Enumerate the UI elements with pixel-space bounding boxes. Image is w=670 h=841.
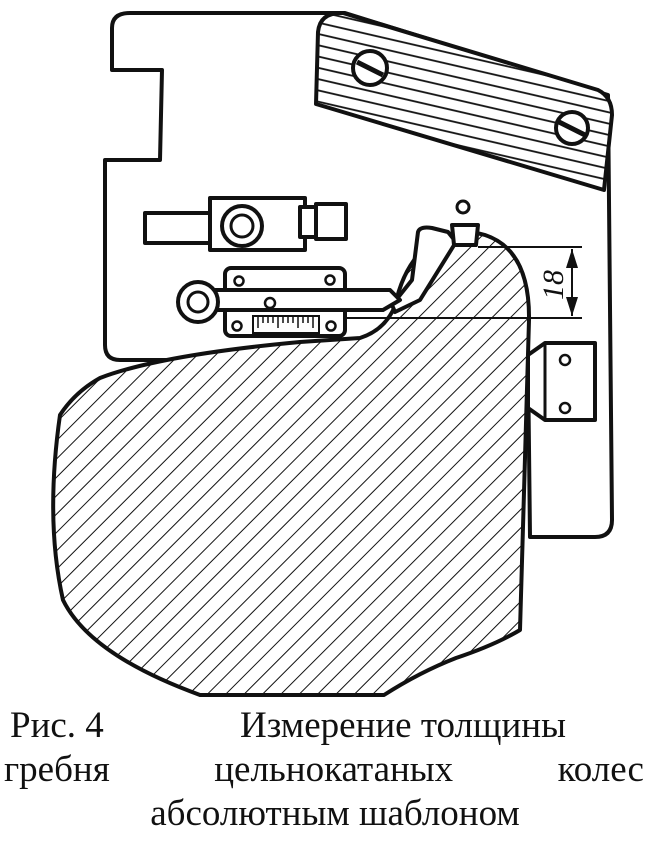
caption-line-3: абсолютным шаблоном — [150, 793, 520, 834]
gauge-diagram: 18 — [51, 10, 614, 697]
caption-line-1: Рис. 4 Измерение толщины — [10, 704, 566, 748]
dimension-label: 18 — [537, 270, 570, 300]
template-plate — [103, 11, 614, 539]
pin-hole-top — [455, 199, 471, 215]
caption-line-2: гребня цельнокатаных колес — [4, 748, 644, 792]
dimension-arrow-top — [566, 249, 578, 268]
screw-lower — [554, 110, 590, 146]
wheel-rim-section — [51, 230, 532, 697]
screw-upper — [351, 49, 389, 87]
measuring-tip — [450, 223, 480, 247]
locking-slider — [143, 196, 348, 252]
measuring-slide — [176, 266, 402, 338]
measuring-jaw — [390, 225, 458, 314]
hatched-clamp-bar — [314, 10, 614, 192]
caption-word: цельнокатаных — [214, 749, 454, 790]
side-clip — [526, 341, 597, 422]
figure-caption: Рис. 4 Измерение толщины гребня цельнокат… — [0, 700, 670, 841]
caption-word: гребня — [4, 749, 110, 790]
dimension-arrow-bottom — [566, 297, 578, 316]
caption-line-1-text: Измерение толщины — [240, 705, 566, 746]
figure-number: Рис. 4 — [10, 705, 104, 746]
caption-word: колес — [557, 749, 644, 790]
